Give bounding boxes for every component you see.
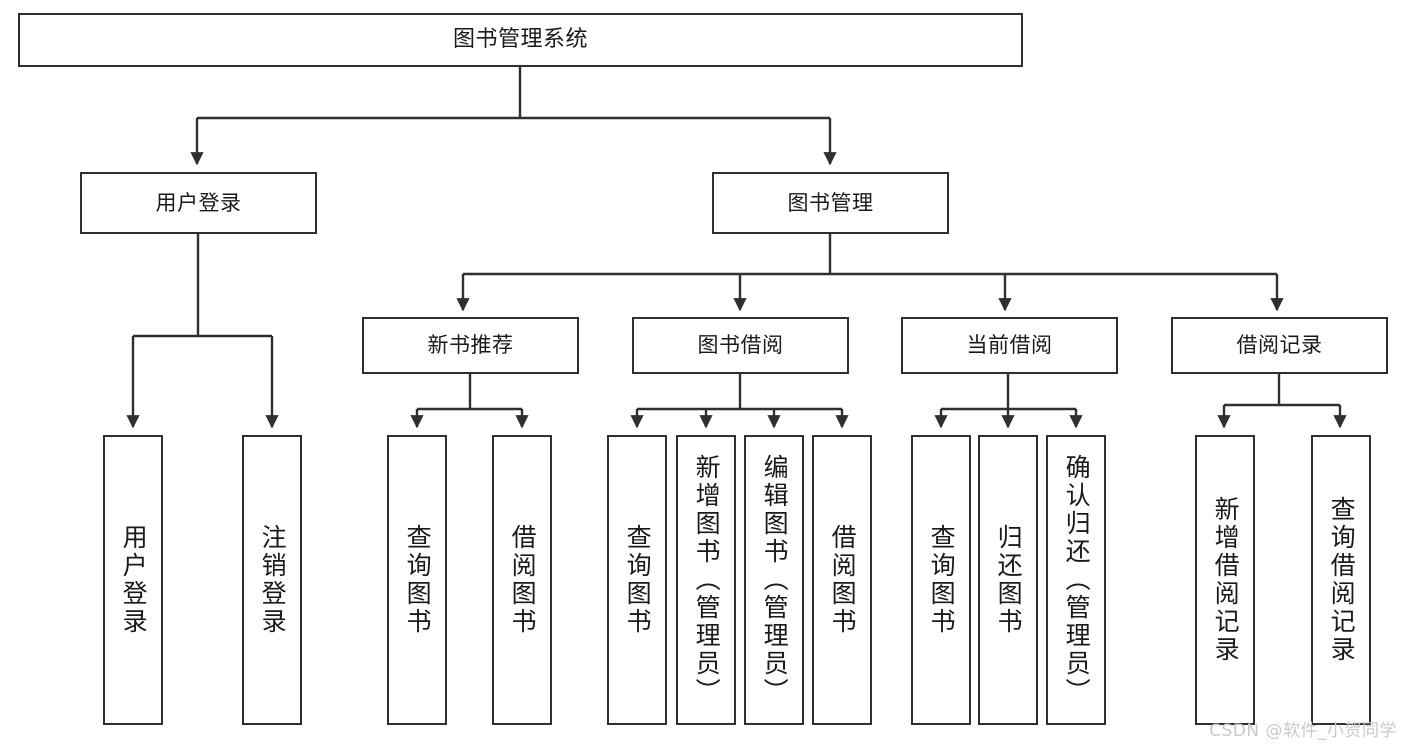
node-leaf-borrow-query[interactable]: 查询图书 (607, 435, 667, 725)
node-new-book-recommend[interactable]: 新书推荐 (362, 317, 579, 374)
node-leaf-borrow-add-label: 新增图书（管理员） (692, 454, 722, 706)
node-leaf-record-add[interactable]: 新增借阅记录 (1195, 435, 1255, 725)
node-leaf-borrow-edit-label: 编辑图书（管理员） (760, 454, 790, 706)
node-current-borrow[interactable]: 当前借阅 (901, 317, 1118, 374)
node-leaf-current-return-label: 归还图书 (994, 524, 1024, 636)
node-borrow-records[interactable]: 借阅记录 (1171, 317, 1388, 374)
node-leaf-current-query-label: 查询图书 (927, 524, 957, 636)
node-leaf-current-query[interactable]: 查询图书 (911, 435, 971, 725)
node-book-borrow-label: 图书借阅 (697, 333, 784, 358)
node-root-system[interactable]: 图书管理系统 (18, 13, 1023, 67)
node-root-system-label: 图书管理系统 (452, 27, 588, 53)
node-book-management[interactable]: 图书管理 (712, 172, 949, 234)
node-leaf-logout[interactable]: 注销登录 (242, 435, 302, 725)
node-new-book-recommend-label: 新书推荐 (427, 333, 514, 358)
node-user-login[interactable]: 用户登录 (80, 172, 317, 234)
node-leaf-record-add-label: 新增借阅记录 (1211, 496, 1241, 664)
node-leaf-user-login[interactable]: 用户登录 (103, 435, 163, 725)
node-user-login-label: 用户登录 (155, 190, 242, 215)
node-book-management-label: 图书管理 (787, 190, 874, 215)
node-leaf-new-book-borrow[interactable]: 借阅图书 (492, 435, 552, 725)
node-leaf-logout-label: 注销登录 (258, 524, 288, 636)
node-borrow-records-label: 借阅记录 (1236, 333, 1323, 358)
node-leaf-borrow-query-label: 查询图书 (623, 524, 653, 636)
node-leaf-user-login-label: 用户登录 (119, 524, 149, 636)
node-leaf-current-confirm-return-label: 确认归还（管理员） (1062, 454, 1092, 706)
node-leaf-record-query[interactable]: 查询借阅记录 (1311, 435, 1371, 725)
node-leaf-current-return[interactable]: 归还图书 (978, 435, 1038, 725)
node-book-borrow[interactable]: 图书借阅 (632, 317, 849, 374)
node-leaf-new-book-borrow-label: 借阅图书 (508, 524, 538, 636)
node-leaf-borrow-add[interactable]: 新增图书（管理员） (676, 435, 736, 725)
node-leaf-new-book-query[interactable]: 查询图书 (387, 435, 447, 725)
node-leaf-new-book-query-label: 查询图书 (403, 524, 433, 636)
node-current-borrow-label: 当前借阅 (966, 333, 1053, 358)
node-leaf-borrow-action[interactable]: 借阅图书 (812, 435, 872, 725)
node-leaf-borrow-edit[interactable]: 编辑图书（管理员） (744, 435, 804, 725)
node-leaf-record-query-label: 查询借阅记录 (1327, 496, 1357, 664)
node-leaf-borrow-action-label: 借阅图书 (828, 524, 858, 636)
node-leaf-current-confirm-return[interactable]: 确认归还（管理员） (1046, 435, 1106, 725)
